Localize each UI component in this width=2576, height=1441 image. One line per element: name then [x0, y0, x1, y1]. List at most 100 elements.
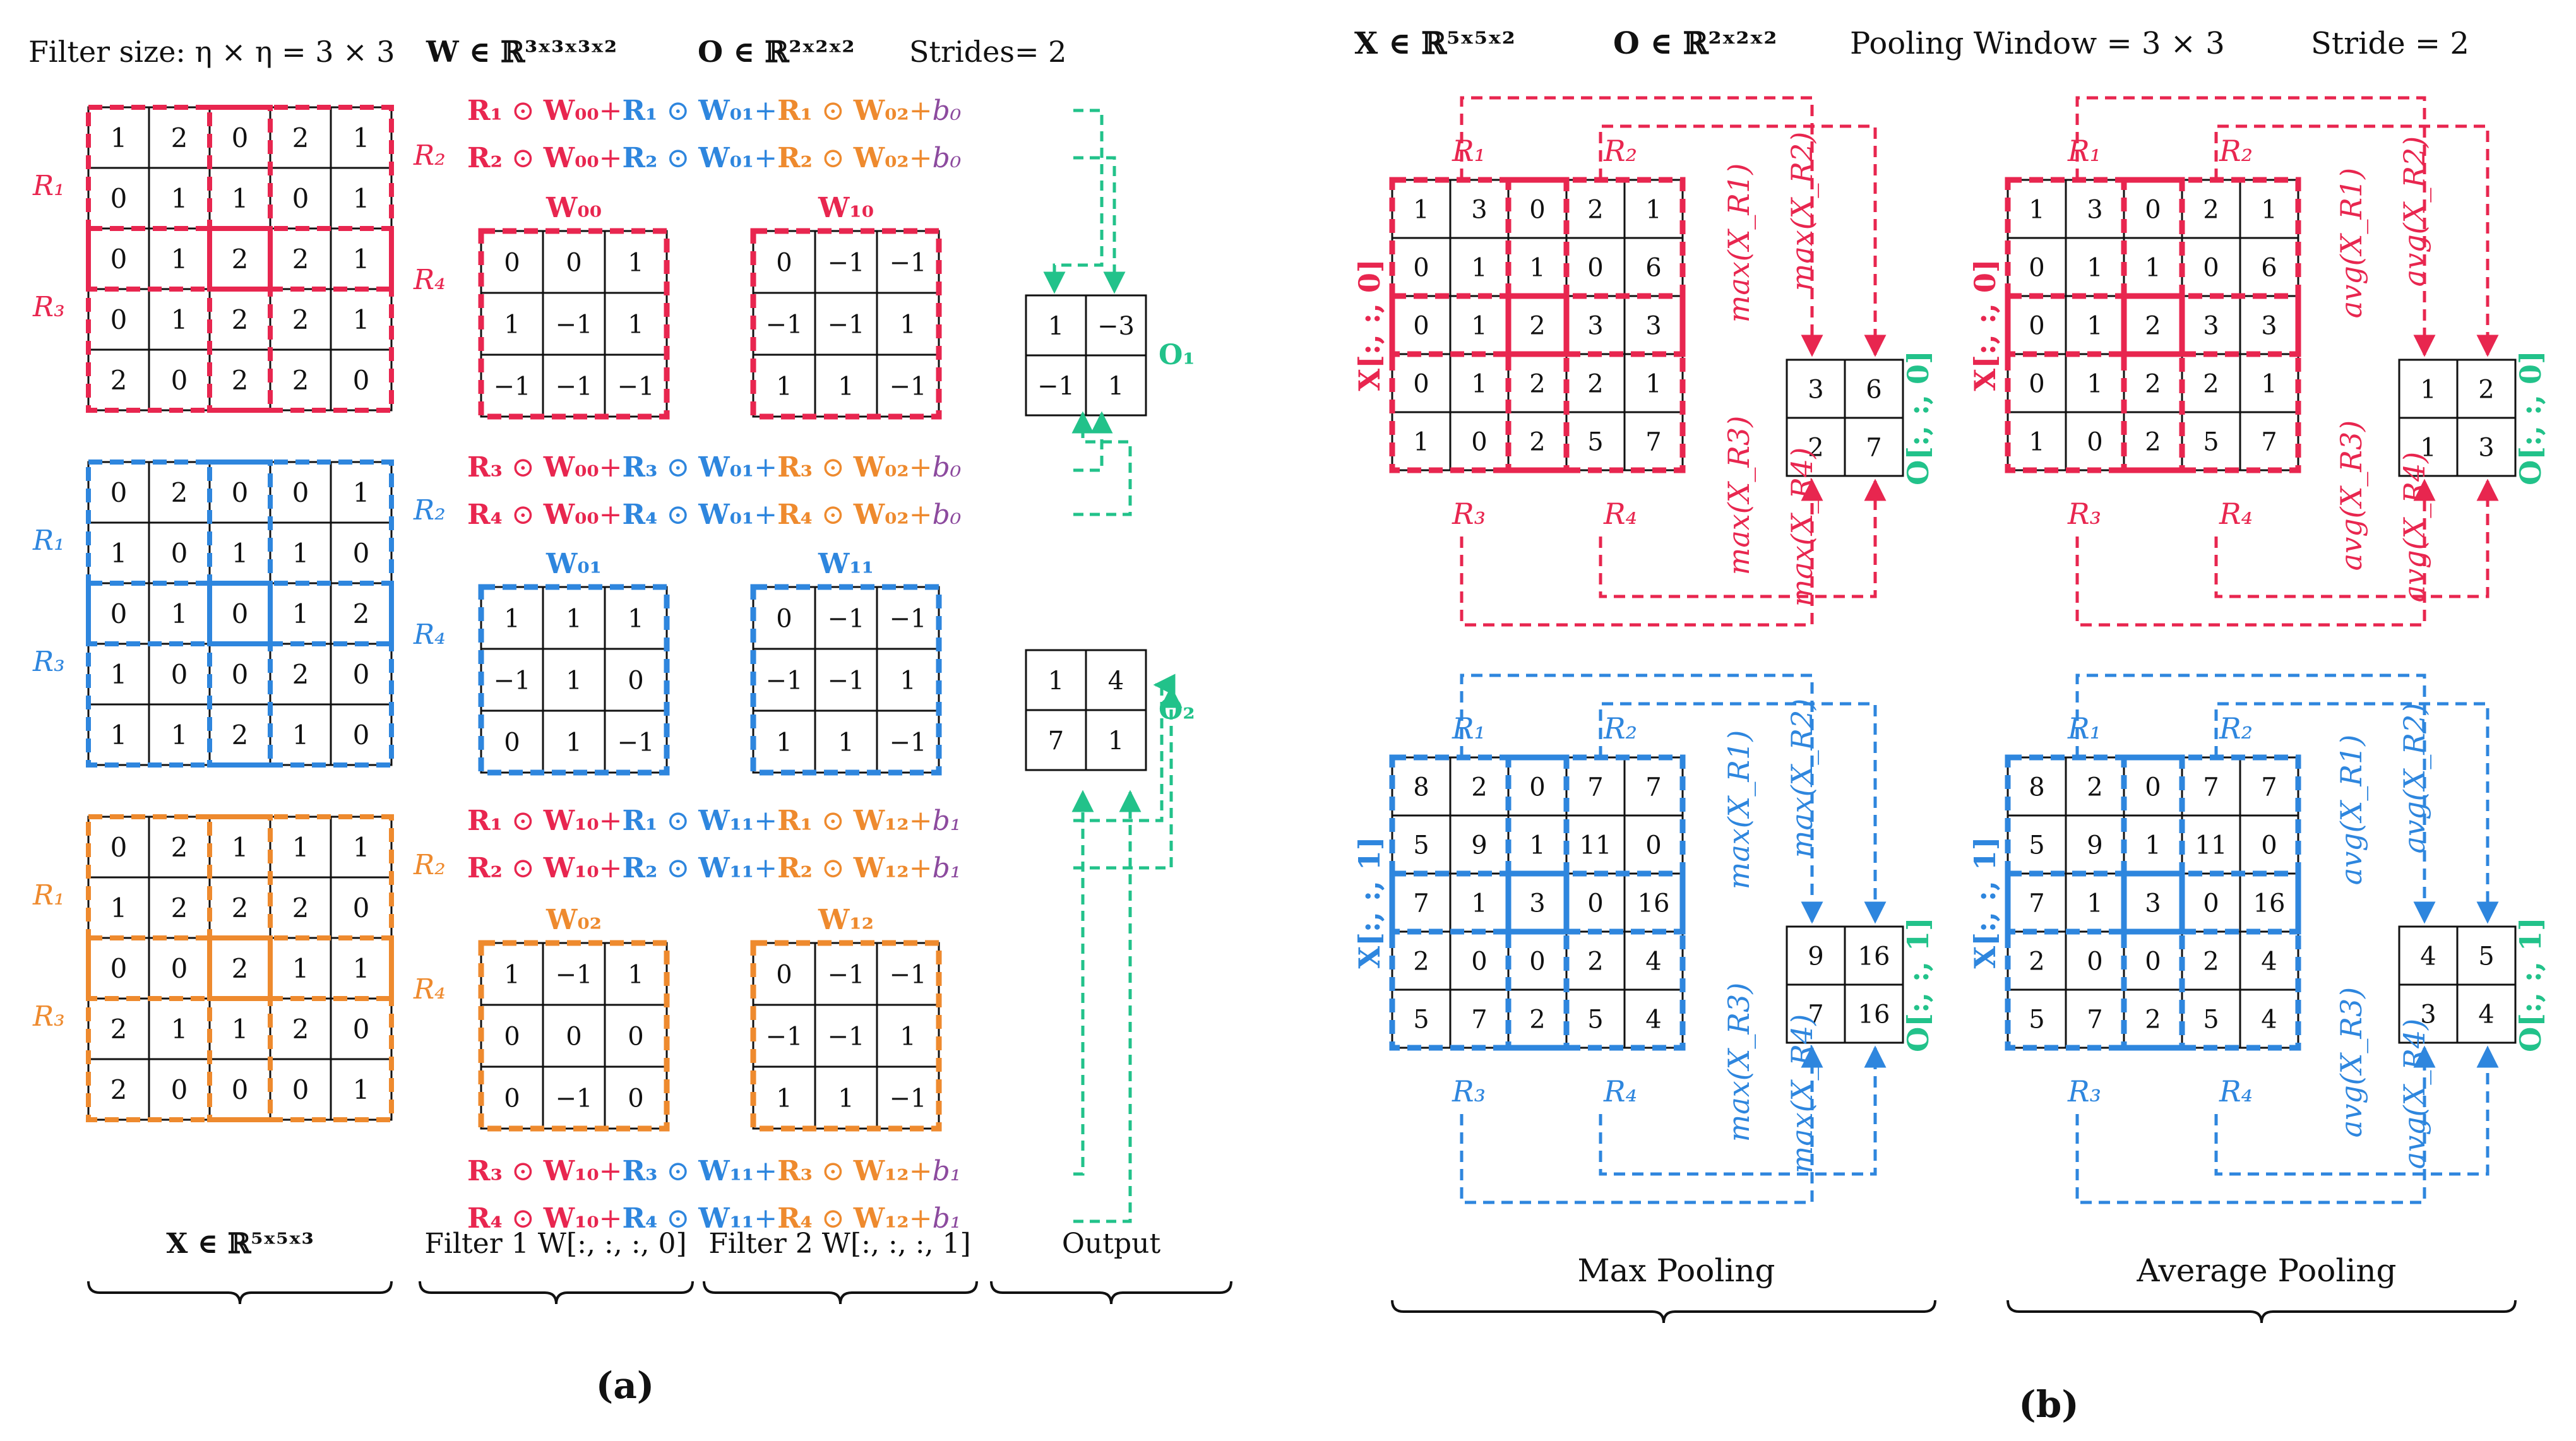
matrix-cell: 0 — [353, 892, 370, 923]
matrix-cell: 1 — [2145, 831, 2161, 860]
w-shape-label: W ∈ ℝ³ˣ³ˣ³ˣ² — [426, 35, 617, 69]
matrix-cell: 2 — [232, 304, 249, 335]
r3-label: R₃ — [2067, 497, 2101, 531]
pool-window-r4 — [1505, 870, 1686, 1051]
connector-1 — [1043, 109, 1104, 294]
matrix-cell: −3 — [1097, 312, 1135, 341]
weight-frame — [478, 228, 670, 420]
matrix-cell: 1 — [628, 604, 643, 633]
matrix-cell: 1 — [1413, 427, 1429, 456]
matrix-cell: 1 — [2029, 195, 2044, 224]
matrix-cell: 2 — [2145, 369, 2161, 398]
matrix-cell: 1 — [292, 598, 309, 629]
footer-filter2-label: Filter 2 W[:, :, :, 1] — [708, 1228, 970, 1260]
equation-1: R₁ ⊙ W₀₀+R₁ ⊙ W₀₁+R₁ ⊙ W₀₂+b₀ — [467, 95, 962, 127]
matrix-cell: 2 — [1587, 195, 1603, 224]
connector-7 — [1071, 790, 1094, 1176]
pool-window-r4 — [2121, 870, 2301, 1051]
matrix-cell: 1 — [171, 244, 188, 275]
matrix-cell: 0 — [110, 832, 128, 863]
matrix-cell: 9 — [1471, 831, 1487, 860]
matrix-cell: 1 — [628, 248, 643, 277]
matrix-cell: 1 — [171, 1014, 188, 1045]
matrix-cell: 1 — [1108, 726, 1124, 756]
input-slice-label: X[:, :, 1] — [1968, 836, 2002, 968]
weight-label: W₁₁ — [818, 548, 874, 580]
r2-label: R₂ — [413, 494, 446, 526]
pool-window-r2 — [1505, 754, 1686, 935]
r3-label: R₃ — [32, 646, 65, 678]
matrix-cell: 1 — [1471, 253, 1487, 282]
matrix-cell: 2 — [232, 244, 249, 275]
matrix-cell: 1 — [292, 538, 309, 569]
pool-window-label: Pooling Window = 3 × 3 — [1850, 26, 2225, 61]
pool-window-r1 — [1389, 177, 1570, 357]
connector-2 — [1073, 156, 1126, 294]
matrix-cell: 0 — [504, 1022, 520, 1051]
matrix-cell: 11 — [2195, 831, 2227, 860]
route-r1 — [1460, 673, 1823, 924]
matrix-cell: 3 — [2145, 889, 2161, 918]
matrix-cell: 1 — [776, 372, 792, 401]
weight-label: W₀₀ — [546, 192, 602, 224]
matrix-cell: 1 — [900, 666, 915, 695]
matrix-cell: 2 — [1587, 947, 1603, 976]
route-r1 — [2075, 96, 2436, 357]
matrix-cell: 2 — [1529, 1005, 1545, 1034]
matrix-cell: 0 — [1471, 947, 1487, 976]
matrix-cell: 1 — [776, 728, 792, 757]
matrix-cell: 0 — [2203, 889, 2219, 918]
connector-4 — [1073, 411, 1113, 472]
pool-fn-label: max(X_R2) — [1785, 699, 1819, 858]
r1-label: R₁ — [32, 879, 65, 911]
matrix-cell: −1 — [828, 604, 865, 633]
matrix-cell: 1 — [2087, 253, 2102, 282]
matrix-cell: 1 — [171, 183, 188, 214]
matrix-cell: 0 — [776, 960, 792, 989]
matrix-cell: 3 — [2420, 1000, 2436, 1029]
input-channel-1-frame — [87, 461, 393, 766]
pool-window-r3 — [1389, 293, 1570, 473]
matrix-cell: 1 — [628, 960, 643, 989]
matrix-cell: 1 — [838, 1084, 854, 1113]
r4-label: R₄ — [413, 973, 446, 1005]
matrix-cell: 1 — [353, 477, 370, 508]
matrix-cell: 2 — [232, 365, 249, 396]
matrix-cell: 0 — [628, 1022, 643, 1051]
receptive-field-r1 — [86, 460, 273, 646]
matrix-cell: 1 — [292, 953, 309, 984]
r2-label: R₂ — [413, 849, 446, 881]
matrix-cell: 0 — [776, 604, 792, 633]
connector-8 — [1073, 790, 1142, 1223]
r2-label: R₂ — [1603, 711, 1637, 745]
matrix-cell: 1 — [353, 304, 370, 335]
receptive-field-r2 — [207, 460, 394, 646]
pool-window-r2 — [1505, 177, 1686, 357]
matrix-cell: 1 — [171, 598, 188, 629]
pool-window-r3 — [2005, 870, 2185, 1051]
weight-label: W₁₂ — [818, 904, 874, 936]
matrix-cell: 2 — [232, 720, 249, 750]
pool-window-r1 — [1389, 754, 1570, 935]
r1-label: R₁ — [1452, 134, 1486, 168]
matrix-cell: 1 — [900, 1022, 915, 1051]
matrix-cell: 0 — [232, 477, 249, 508]
connector-3 — [1071, 411, 1132, 516]
matrix-cell: 0 — [110, 183, 128, 214]
matrix-cell: 1 — [292, 832, 309, 863]
matrix-cell: 3 — [1471, 195, 1487, 224]
r2-label: R₂ — [2219, 711, 2253, 745]
matrix-cell: 0 — [504, 728, 520, 757]
matrix-cell: 1 — [776, 1084, 792, 1113]
pool-fn-label: avg(X_R3) — [2334, 420, 2368, 571]
input-slice-label: X[:, :, 0] — [1352, 259, 1386, 391]
r1-label: R₁ — [2067, 134, 2101, 168]
matrix-cell: 2 — [171, 832, 188, 863]
matrix-cell: −1 — [890, 604, 927, 633]
matrix-cell: 7 — [1413, 889, 1429, 918]
pool-window-r4 — [2121, 293, 2301, 473]
